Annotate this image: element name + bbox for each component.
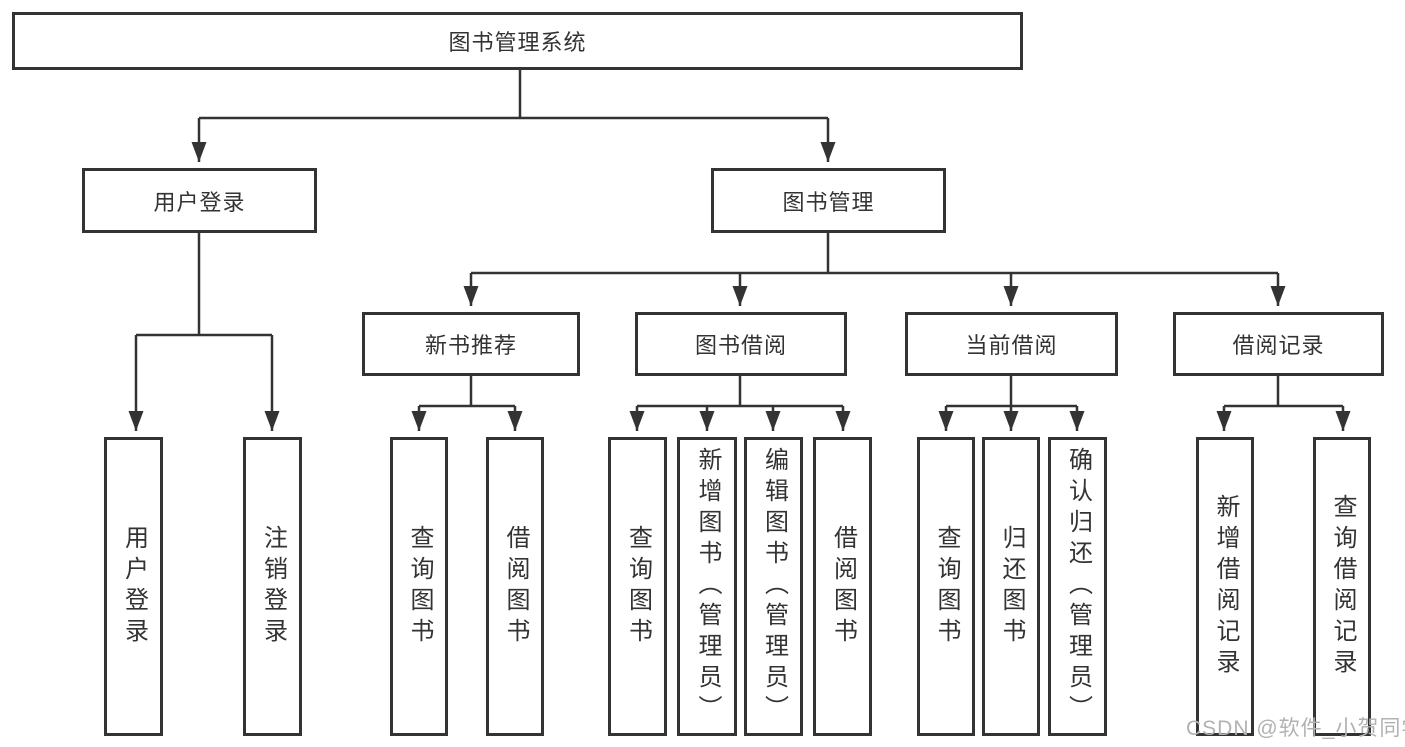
leaf-borrow-books-recommend: 借阅图书 (486, 437, 544, 736)
node-current-borrowing: 当前借阅 (905, 312, 1118, 376)
node-label: 图书管理 (782, 189, 875, 215)
leaf-label: 查询图书 (933, 524, 960, 649)
leaf-label: 用户登录 (120, 524, 148, 649)
leaf-label: 注销登录 (259, 524, 287, 649)
node-label: 当前借阅 (965, 333, 1058, 358)
node-label: 用户登录 (153, 189, 246, 215)
node-library-management-system: 图书管理系统 (12, 12, 1023, 70)
leaf-confirm-return-admin: 确认归还（管理员） (1048, 437, 1107, 736)
leaf-query-borrow-record: 查询借阅记录 (1313, 437, 1371, 736)
leaf-add-borrow-record: 新增借阅记录 (1196, 437, 1254, 736)
leaf-return-books: 归还图书 (982, 437, 1040, 736)
leaf-user-login: 用户登录 (104, 437, 163, 736)
leaf-label: 借阅图书 (829, 524, 857, 649)
node-user-login: 用户登录 (82, 168, 317, 233)
leaf-label: 查询图书 (406, 524, 433, 649)
watermark-csdn: CSDN @软件_小贺同学 (1186, 717, 1405, 740)
leaf-label: 查询借阅记录 (1329, 493, 1356, 680)
leaf-label: 归还图书 (998, 524, 1025, 649)
leaf-label: 借阅图书 (502, 524, 529, 649)
node-label: 新书推荐 (424, 333, 517, 358)
leaf-borrow-books-borrowing: 借阅图书 (813, 437, 872, 736)
leaf-edit-book-admin: 编辑图书（管理员） (744, 437, 803, 736)
node-book-borrowing: 图书借阅 (635, 312, 847, 376)
node-label: 图书管理系统 (448, 30, 587, 55)
leaf-label: 确认归还（管理员） (1064, 447, 1092, 726)
node-label: 借阅记录 (1232, 333, 1325, 358)
node-new-book-recommendation: 新书推荐 (362, 312, 580, 376)
leaf-query-books-current: 查询图书 (917, 437, 975, 736)
leaf-add-book-admin: 新增图书（管理员） (677, 437, 737, 736)
node-label: 图书借阅 (694, 333, 787, 358)
node-borrowing-records: 借阅记录 (1173, 312, 1384, 376)
leaf-label: 查询图书 (624, 524, 652, 649)
node-book-management: 图书管理 (711, 168, 946, 233)
leaf-query-books-borrowing: 查询图书 (608, 437, 667, 736)
leaf-query-books-recommend: 查询图书 (390, 437, 448, 736)
leaf-label: 新增图书（管理员） (694, 447, 721, 726)
leaf-label: 编辑图书（管理员） (760, 447, 788, 726)
leaf-label: 新增借阅记录 (1212, 493, 1239, 680)
leaf-logout: 注销登录 (243, 437, 302, 736)
